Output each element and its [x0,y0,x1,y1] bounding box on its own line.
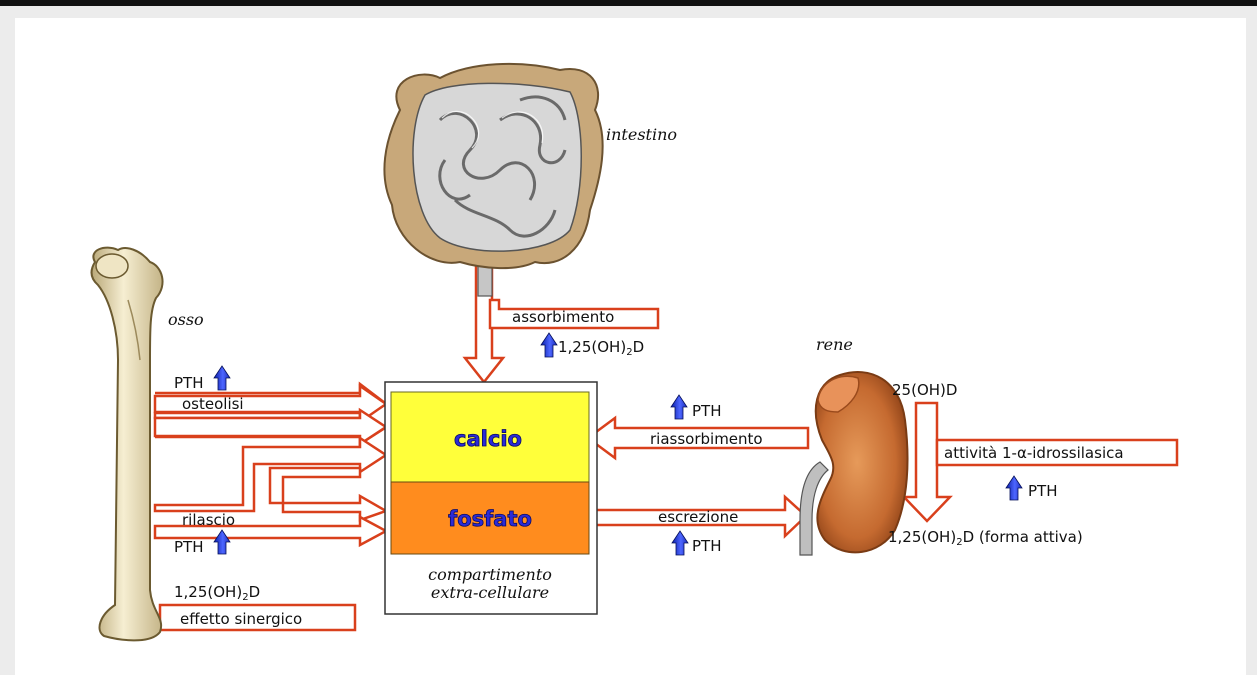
absorption-label: assorbimento [512,308,614,326]
precursor-label: 25(OH)D [892,381,957,399]
femur-icon [92,248,163,641]
up-arrow-icon [672,531,688,555]
synergy-label: effetto sinergico [180,610,302,628]
hydroxylase-label: attività 1-α-idrossilasica [944,444,1124,462]
kidney-label: rene [816,335,853,354]
active-form-label: 1,25(OH)2D (forma attiva) [888,528,1083,548]
excretion-pth-label: PTH [692,537,722,555]
reabsorption-label: riassorbimento [650,430,763,448]
phosphate-label: fosfato [448,507,532,531]
up-arrow-icon [671,395,687,419]
intestine-label: intestino [606,125,677,144]
reabsorption-pth-label: PTH [692,402,722,420]
bone-vitd-label: 1,25(OH)2D [174,583,260,603]
osteolysis-pth-label: PTH [174,374,204,392]
osteolysis-arrow2 [155,410,386,444]
compartment-caption-1: compartimento [428,565,552,584]
excretion-label: escrezione [658,508,738,526]
up-arrow-icon [214,366,230,390]
compartment-caption-2: extra-cellulare [431,583,549,602]
intestine-icon [384,64,602,296]
release-pth-label: PTH [174,538,204,556]
up-arrow-icon [541,333,557,357]
compartment: calcio fosfato compartimento extra-cellu… [385,382,597,614]
intestine-vitd-label: 1,25(OH)2D [558,338,644,358]
up-arrow-icon [1006,476,1022,500]
bracket-arrow [270,468,386,520]
hydroxylase-pth-label: PTH [1028,482,1058,500]
calcium-label: calcio [454,427,522,451]
osteolysis-label: osteolisi [182,395,244,413]
release-label: rilascio [182,511,235,529]
bone-label: osso [168,310,204,329]
